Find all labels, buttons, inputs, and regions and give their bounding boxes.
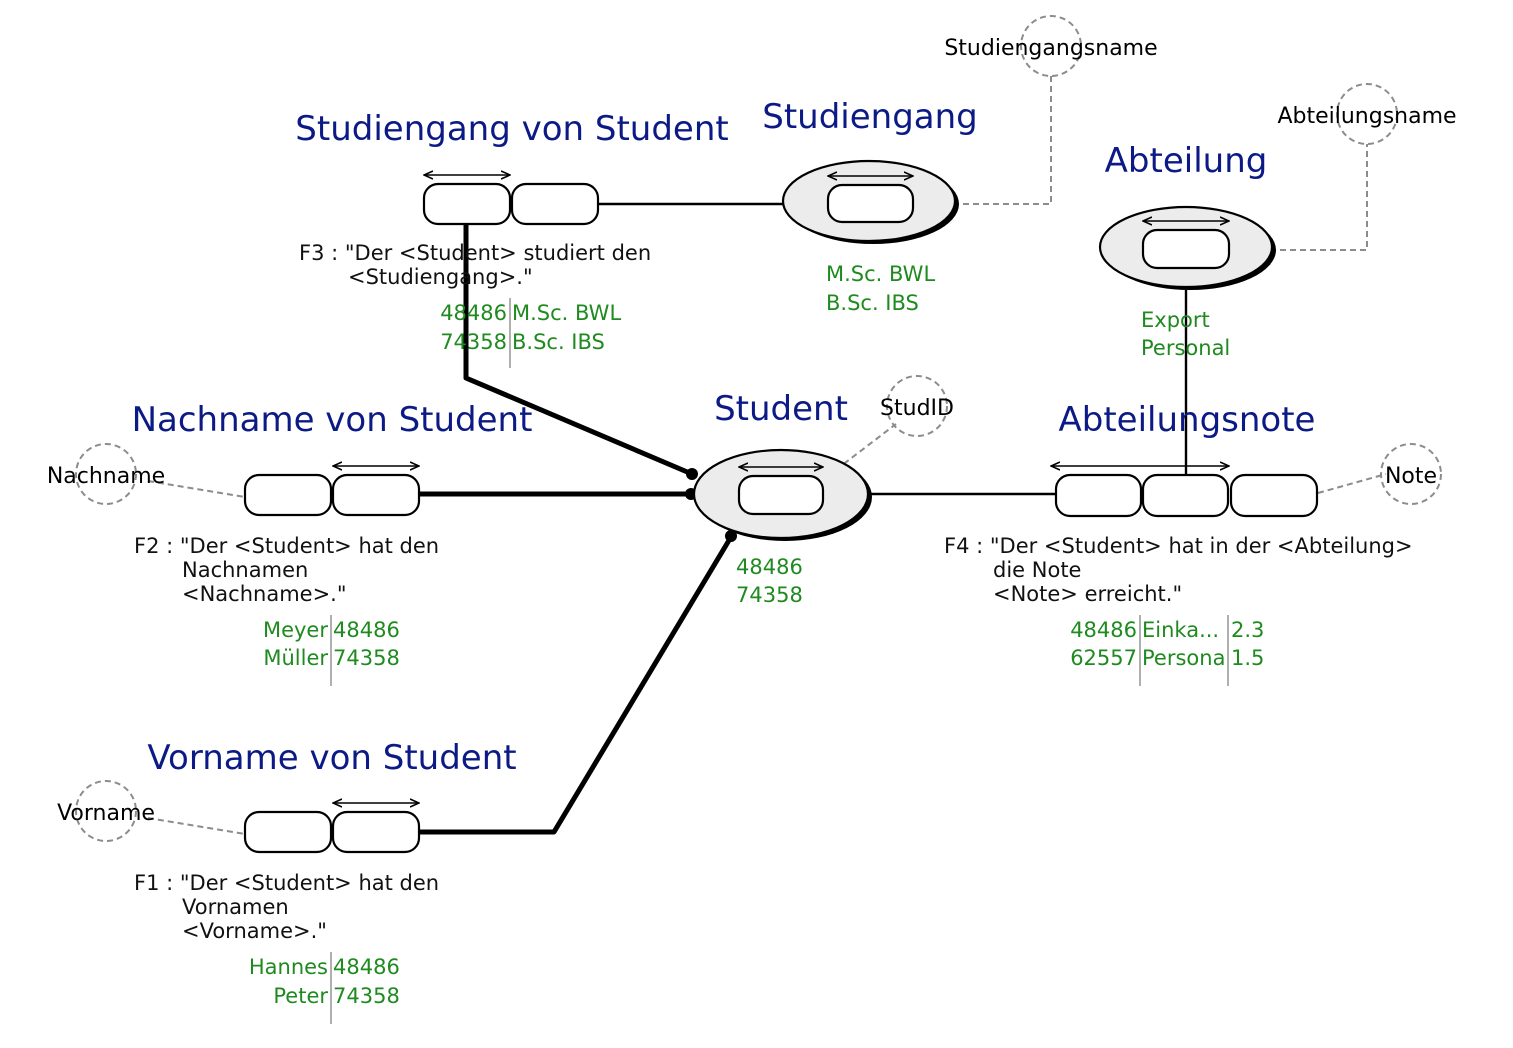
refmode-line-note [1317, 473, 1387, 494]
population-cell: 74358 [333, 646, 400, 670]
reading-f3: F3 : "Der <Student> studiert den <Studie… [299, 241, 651, 289]
reading-f1: F1 : "Der <Student> hat den Vornamen <Vo… [134, 871, 439, 943]
reading-line: Nachnamen [182, 558, 308, 582]
entity-name-studiengang: Studiengang [762, 97, 978, 137]
population-cell: 74358 [736, 583, 803, 607]
population-f1: Hannes 48486 Peter 74358 [249, 952, 400, 1024]
population-cell: 48486 [333, 955, 400, 979]
population-cell: B.Sc. IBS [512, 330, 605, 354]
population-cell: Hannes [249, 955, 328, 979]
value-type-vorname: Vorname [57, 801, 155, 826]
value-type-circle-vorname [75, 780, 137, 842]
refmode-line-nachname [147, 480, 246, 498]
entity-name-student: Student [714, 389, 848, 429]
connector-f3-student [463, 225, 693, 477]
population-studiengang: M.Sc. BWL B.Sc. IBS [826, 262, 935, 315]
role-box [331, 473, 421, 517]
value-type-note: Note [1385, 464, 1437, 489]
population-f3: 48486 M.Sc. BWL 74358 B.Sc. IBS [440, 298, 621, 368]
population-cell: Peter [273, 984, 328, 1008]
population-f2: Meyer 48486 Müller 74358 [263, 615, 400, 686]
population-cell: Persona [1142, 646, 1225, 670]
population-cell: Personal [1141, 336, 1230, 360]
entity-student-role [737, 474, 825, 516]
reading-line: Vornamen [182, 895, 289, 919]
population-cell: B.Sc. IBS [826, 291, 919, 315]
fact-title-f2: Nachname von Student [132, 400, 533, 440]
fact-title-f1: Vorname von Student [147, 738, 516, 778]
fact-type-f3[interactable]: Studiengang von Student [295, 109, 729, 226]
entity-abteilung[interactable]: Abteilung [1098, 141, 1276, 290]
population-cell: Export [1141, 308, 1210, 332]
fact-type-f4[interactable]: Abteilungsnote [1051, 400, 1319, 518]
reading-line: <Nachname>." [182, 582, 347, 606]
fact-title-f3: Studiengang von Student [295, 109, 728, 149]
value-types: Studiengangsname Abteilungsname StudID N… [47, 15, 1457, 842]
role-box [243, 473, 333, 517]
value-type-abteilungsname: Abteilungsname [1277, 104, 1456, 129]
value-type-circle-abteilungsname [1336, 83, 1398, 145]
entity-studiengang[interactable]: Studiengang [762, 97, 978, 244]
population-student: 48486 74358 [736, 555, 803, 607]
population-cell: M.Sc. BWL [512, 301, 621, 325]
population-cell: 74358 [333, 984, 400, 1008]
mandatory-dot-f1 [725, 530, 737, 542]
fact-type-f1[interactable]: Vorname von Student [147, 738, 517, 854]
reading-f4: F4 : "Der <Student> hat in der <Abteilun… [944, 534, 1413, 606]
population-cell: M.Sc. BWL [826, 262, 935, 286]
value-type-circle-studid [886, 375, 948, 437]
population-cell: 2.3 [1231, 618, 1264, 642]
role-box [331, 810, 421, 854]
reading-f2: F2 : "Der <Student> hat den Nachnamen <N… [134, 534, 439, 606]
population-cell: 62557 [1070, 646, 1137, 670]
role-box [243, 810, 333, 854]
reading-line: die Note [993, 558, 1081, 582]
role-box [510, 182, 600, 226]
value-type-studiengangsname: Studiengangsname [944, 36, 1157, 61]
role-box [422, 182, 512, 226]
reading-line: <Vorname>." [182, 919, 327, 943]
refmode-line-vorname [147, 817, 246, 835]
value-type-circle-nachname [75, 443, 137, 505]
reading-line: <Note> erreicht." [993, 582, 1182, 606]
population-cell: 48486 [736, 555, 803, 579]
population-cell: Einka... [1142, 618, 1219, 642]
value-type-circle-studiengangsname [1020, 15, 1082, 77]
value-type-circle-note [1380, 443, 1442, 505]
connector-f1-student [418, 535, 734, 835]
reading-line: F3 : "Der <Student> studiert den [299, 241, 651, 265]
reading-line: <Studiengang>." [348, 265, 533, 289]
value-type-studid: StudID [880, 396, 954, 421]
entity-abteilung-role [1141, 228, 1231, 270]
entity-studiengang-role [826, 183, 915, 224]
population-cell: 48486 [333, 618, 400, 642]
role-box [1141, 473, 1230, 518]
population-cell: Müller [263, 646, 328, 670]
reading-line: F2 : "Der <Student> hat den [134, 534, 439, 558]
population-cell: 1.5 [1231, 646, 1264, 670]
fact-title-f4: Abteilungsnote [1059, 400, 1316, 440]
population-cell: 48486 [440, 301, 507, 325]
reading-line: F4 : "Der <Student> hat in der <Abteilun… [944, 534, 1413, 558]
population-cell: Meyer [263, 618, 328, 642]
entity-student[interactable]: Student [692, 389, 872, 541]
population-cell: 74358 [440, 330, 507, 354]
population-cell: 48486 [1070, 618, 1137, 642]
role-box [1054, 473, 1143, 518]
population-abteilung: Export Personal [1141, 308, 1230, 360]
value-type-nachname: Nachname [47, 464, 165, 489]
population-f4: 48486 Einka... 2.3 62557 Persona 1.5 [1070, 615, 1264, 686]
entity-name-abteilung: Abteilung [1105, 141, 1268, 181]
role-box [1229, 473, 1319, 518]
mandatory-dot-f3 [686, 468, 698, 480]
reading-line: F1 : "Der <Student> hat den [134, 871, 439, 895]
fact-type-f2[interactable]: Nachname von Student [132, 400, 533, 517]
